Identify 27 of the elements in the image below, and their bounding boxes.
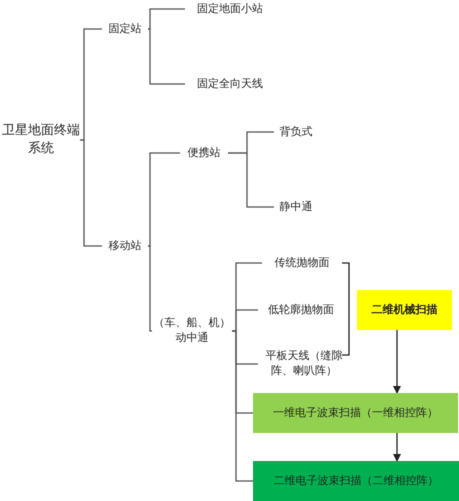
process-box [357,290,452,330]
tree-connector [148,28,185,85]
node-label: 静中通 [280,200,312,214]
node-label: 传统抛物面 [274,256,330,270]
node-label: 低轮廓抛物面 [268,302,334,318]
tree-connector [80,139,102,247]
node-label: 一维电子波束扫描（一维相控阵） [273,406,438,420]
tree-connector [232,330,253,482]
tree-connector [148,245,152,332]
process-box [253,461,459,501]
node-label: 二维电子波束扫描（二维相控阵） [274,474,438,488]
tree-connector [228,152,274,208]
tree-connector [148,8,185,30]
node-label: （车、船、机）动中通 [152,316,232,346]
tree-connector [148,152,180,247]
node-label: 固定全向天线 [197,76,263,92]
node-label: 固定地面小站 [197,2,263,16]
arrow [393,433,401,462]
node-label: 便携站 [188,146,220,160]
node-label: 背负式 [280,124,312,140]
node-label: 固定站 [108,22,142,36]
node-label: 平板天线（缝隙阵、喇叭阵） [264,349,344,379]
node-label: 二维机械扫描 [372,302,438,318]
process-box [253,393,458,433]
arrow [393,330,401,394]
node-label: 移动站 [108,238,142,254]
node-label: 卫星地面终端系统 [2,122,80,158]
